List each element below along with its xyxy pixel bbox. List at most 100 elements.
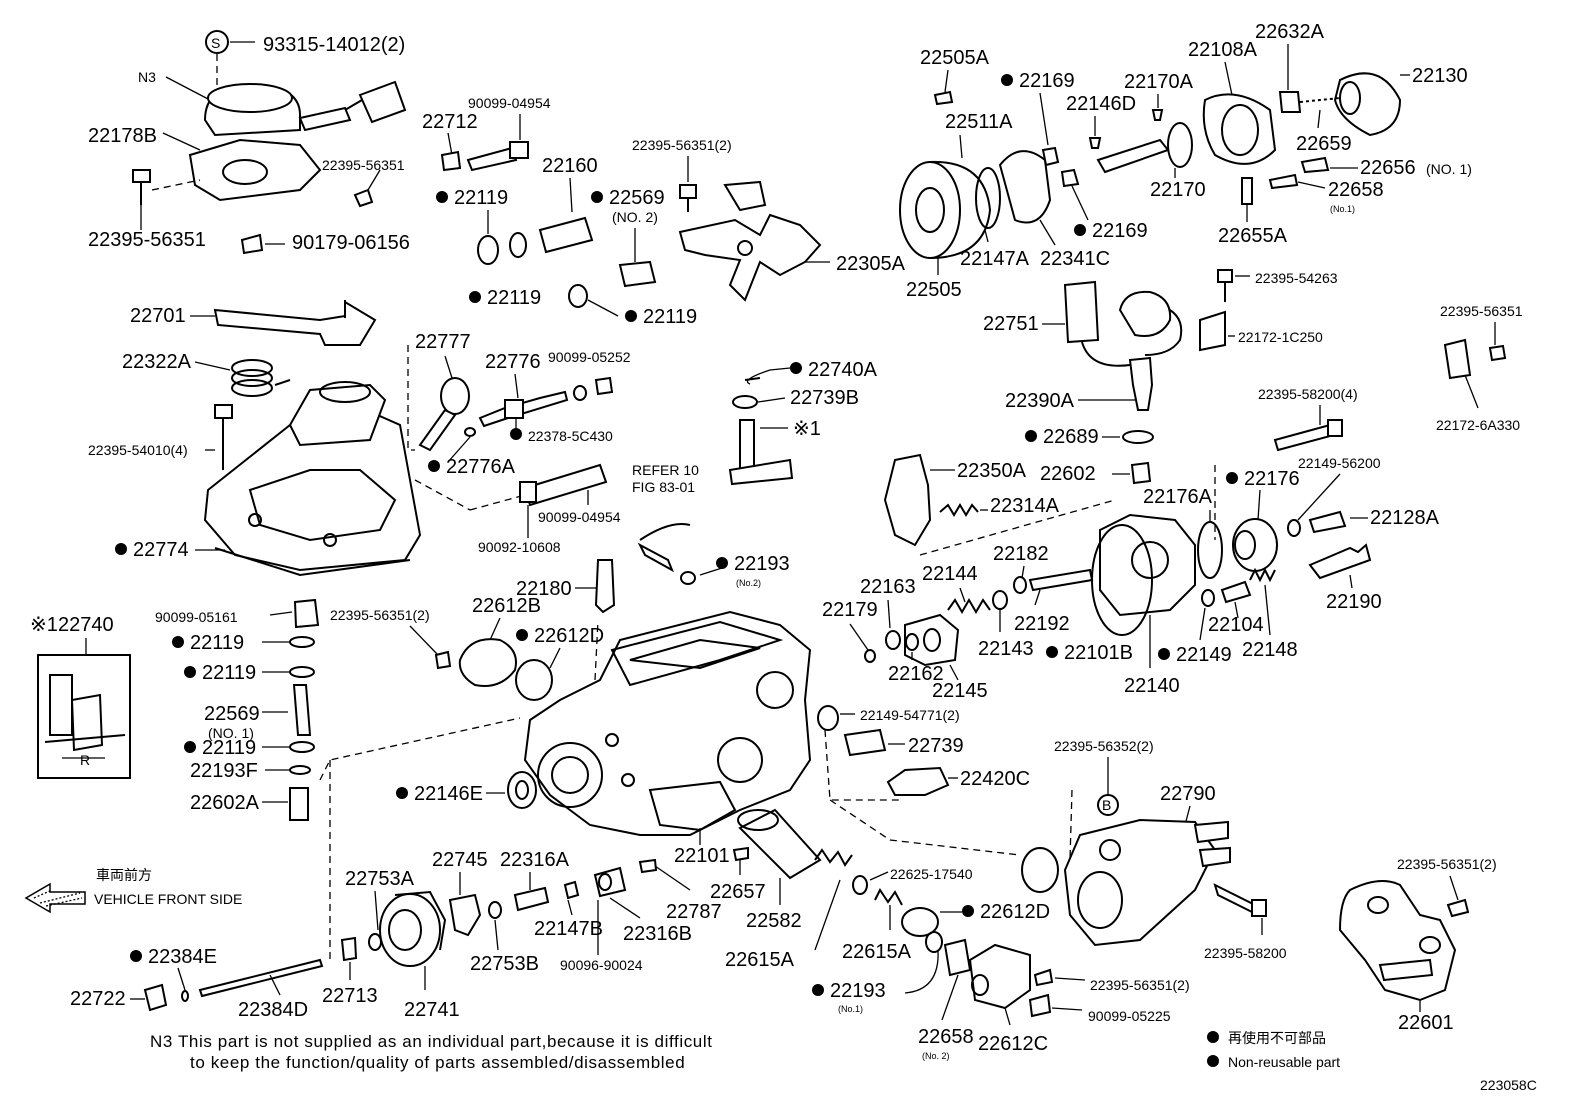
- label-22305a: 22305A: [836, 253, 906, 275]
- valve-22612c: [968, 943, 1031, 1010]
- label-22569-no1: 22569: [204, 703, 260, 725]
- assembly-22790: 22395-56352(2) B 22790 22395-58200: [829, 738, 1287, 961]
- housing-22108a: [1202, 93, 1277, 165]
- label-22163: 22163: [860, 576, 916, 598]
- legend: 再使用不可部品 Non-reusable part 223058C: [1207, 1030, 1537, 1093]
- s-mark: S: [211, 35, 220, 51]
- connector-22751: [1063, 280, 1100, 344]
- lever-body: [678, 213, 822, 302]
- solenoid-group: 22740A 22739B ※1: [728, 359, 878, 486]
- label-22582: 22582: [746, 910, 802, 932]
- label-22395-56351-2b: 22395-56351(2): [330, 607, 430, 623]
- label-22689: 22689: [1043, 426, 1099, 448]
- label-22741: 22741: [404, 999, 460, 1021]
- label-22612d-b: 22612D: [980, 901, 1050, 923]
- b-mark: B: [1102, 797, 1111, 813]
- oring-22176a: [1197, 521, 1223, 579]
- sensor-22420c: [886, 766, 950, 796]
- shaft-22170: [1096, 138, 1170, 174]
- bracket-22178b: [188, 138, 322, 202]
- label-22777: 22777: [415, 331, 471, 353]
- mark-1: ※1: [793, 418, 821, 440]
- label-22395-56351-2c: 22395-56351(2): [1397, 856, 1497, 872]
- label-22350a: 22350A: [957, 460, 1027, 482]
- label-22146e: 22146E: [414, 783, 483, 805]
- note-line2: to keep the function/quality of parts as…: [190, 1053, 685, 1072]
- sensor-group-22751: 22395-54263 22172-1C250 22751 22390A 226…: [983, 269, 1523, 448]
- spring-22322a: [231, 379, 273, 397]
- label-22119-b: 22119: [487, 287, 541, 309]
- label-22505: 22505: [906, 279, 962, 301]
- label-22655a: 22655A: [1218, 225, 1288, 247]
- label-90099-04954-a: 90099-04954: [468, 95, 551, 111]
- label-22143: 22143: [978, 638, 1034, 660]
- label-90092-10608: 90092-10608: [478, 539, 561, 555]
- pump-housing: [523, 610, 812, 836]
- label-22148: 22148: [1242, 639, 1298, 661]
- label-22119-d: 22119: [190, 632, 244, 654]
- label-22144: 22144: [922, 563, 978, 585]
- label-22149-54771: 22149-54771(2): [860, 707, 960, 723]
- legend-dot-icon-2: [1207, 1055, 1219, 1067]
- label-22192: 22192: [1014, 613, 1070, 635]
- label-22745: 22745: [432, 849, 488, 871]
- label-22739b: 22739B: [790, 387, 859, 409]
- label-22658-b: 22658: [918, 1026, 974, 1048]
- footnote: N3 This part is not supplied as an indiv…: [150, 1032, 712, 1072]
- plate-22701: [213, 300, 377, 346]
- cover-plate-group: 22395-56351(2) 22612B 22612D: [330, 595, 604, 701]
- label-22176: 22176: [1244, 468, 1300, 490]
- solenoid-body: [739, 419, 755, 471]
- label-22119-c: 22119: [643, 306, 697, 328]
- label-22395-56351-b: 22395-56351: [322, 157, 405, 173]
- filter-22602a: [289, 787, 309, 821]
- head-22140: [1099, 513, 1196, 617]
- plug-22739: [843, 728, 887, 757]
- label-22395-56352: 22395-56352(2): [1054, 738, 1154, 754]
- label-22395-56351-2d: 22395-56351(2): [1090, 977, 1190, 993]
- label-no2-a: (NO. 2): [612, 209, 658, 225]
- label-22751: 22751: [983, 313, 1039, 335]
- label-22104: 22104: [1208, 614, 1264, 636]
- label-22395-56351-c: 22395-56351: [1440, 303, 1523, 319]
- mark-2: ※1: [30, 614, 58, 636]
- refer-line2: FIG 83-01: [632, 479, 695, 495]
- label-22128a: 22128A: [1370, 507, 1440, 529]
- label-22341c: 22341C: [1040, 248, 1110, 270]
- plug-22160: [538, 216, 594, 254]
- legend-jp: 再使用不可部品: [1228, 1030, 1326, 1046]
- head-assembly: 22395-58200(4) 22350A 22602 22314A 22140…: [822, 386, 1440, 702]
- label-22395-56351-2a: 22395-56351(2): [632, 137, 732, 153]
- label-22740a: 22740A: [808, 359, 878, 381]
- label-22378-5c430: 22378-5C430: [528, 428, 613, 444]
- label-22119-e: 22119: [202, 662, 256, 684]
- left-column-parts: ※1 22740 R 90099-05161 22119 22119 22569…: [30, 598, 320, 821]
- label-22787: 22787: [666, 901, 722, 923]
- label-90099-05252: 90099-05252: [548, 349, 631, 365]
- label-22101: 22101: [674, 845, 730, 867]
- label-22145: 22145: [932, 680, 988, 702]
- valve-22569-no1: [292, 684, 312, 736]
- label-22625-17540: 22625-17540: [890, 866, 973, 882]
- valve-22569: [618, 260, 657, 288]
- label-22395-54263: 22395-54263: [1255, 270, 1338, 286]
- sensor-22390a: [1128, 356, 1154, 411]
- bolt-90099: [466, 146, 518, 172]
- label-22172-6a330: 22172-6A330: [1436, 417, 1520, 433]
- label-22753a: 22753A: [345, 868, 415, 890]
- label-22193f: 22193F: [190, 760, 258, 782]
- figure-code: 223058C: [1480, 1077, 1537, 1093]
- arrow-label-en: VEHICLE FRONT SIDE: [94, 891, 242, 907]
- pulley-22505: [899, 161, 961, 259]
- lever-22745: [448, 893, 482, 937]
- spring-22314a: [939, 503, 979, 517]
- label-22119-f: 22119: [202, 737, 256, 759]
- label-22701: 22701: [130, 305, 186, 327]
- gear-22341c: [998, 150, 1052, 224]
- right-of-body-parts: 22149-54771(2) 22739 22420C: [817, 705, 1030, 801]
- label-no1-c: (No.1): [1330, 204, 1355, 214]
- sensor-lead: [637, 542, 674, 573]
- dimension-r: R: [80, 752, 90, 768]
- bracket-22172-6a330: [1443, 338, 1472, 380]
- upper-middle-parts: 22712 90099-04954 22119 22160 22569 (NO.…: [422, 95, 697, 328]
